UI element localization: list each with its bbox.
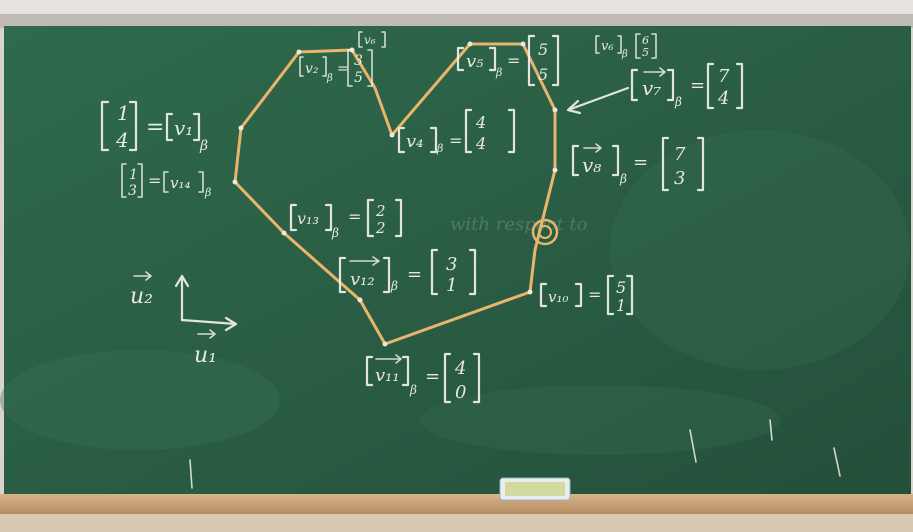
label-v4: v₄ β = 4 4 (397, 108, 516, 155)
chalk-ledge (0, 494, 913, 514)
svg-text:1: 1 (446, 275, 457, 296)
label-v1-definition: 1 4 = v₁ β (100, 100, 208, 154)
svg-text:4: 4 (717, 88, 729, 109)
svg-text:β: β (390, 279, 398, 293)
floor-strip (0, 514, 913, 532)
svg-text:4: 4 (115, 128, 129, 152)
basis-axes: u₂ u₁ (130, 271, 238, 368)
label-v12: v₁₂ β = 3 1 (338, 248, 477, 296)
svg-text:1: 1 (129, 167, 138, 183)
svg-text:v₇: v₇ (642, 76, 661, 100)
svg-text:v₁₄: v₁₄ (170, 174, 191, 192)
svg-text:1: 1 (117, 101, 130, 125)
svg-text:5: 5 (538, 40, 548, 59)
svg-text:β: β (199, 138, 208, 154)
smudge (420, 385, 780, 455)
svg-text:7: 7 (718, 66, 730, 87)
label-v6-top: v₆ (358, 31, 386, 48)
svg-text:5: 5 (538, 65, 548, 84)
svg-text:5: 5 (616, 278, 626, 297)
smudge (610, 130, 910, 370)
chalk-scratches (189, 419, 841, 489)
svg-text:=: = (690, 75, 705, 96)
label-v7: v₇ β = 7 4 (630, 62, 744, 110)
svg-text:4: 4 (454, 358, 466, 379)
svg-text:β: β (495, 66, 502, 79)
label-v14: 1 3 = v₁₄ β (121, 163, 211, 199)
svg-text:β: β (436, 142, 443, 155)
svg-text:2: 2 (375, 219, 386, 237)
svg-text:0: 0 (455, 382, 466, 403)
svg-text:=: = (507, 51, 520, 70)
label-v8: v₈ β = 7 3 (571, 136, 705, 192)
u1-label: u₁ (194, 343, 217, 368)
svg-text:3: 3 (128, 183, 137, 199)
pins (232, 41, 558, 347)
svg-text:v₁₁: v₁₁ (375, 365, 400, 386)
svg-text:=: = (148, 171, 161, 190)
svg-text:6: 6 (642, 34, 649, 47)
svg-text:=: = (425, 366, 440, 387)
svg-text:3: 3 (674, 168, 685, 189)
svg-text:v₂: v₂ (305, 61, 319, 77)
svg-text:=: = (407, 264, 422, 285)
svg-text:v₁: v₁ (174, 116, 193, 140)
svg-text:3: 3 (354, 53, 363, 69)
label-v13: v₁₃ β = 2 2 (289, 198, 403, 240)
svg-text:=: = (146, 115, 164, 140)
svg-text:v₁₂: v₁₂ (350, 269, 375, 290)
svg-text:β: β (326, 73, 333, 84)
svg-text:=: = (337, 61, 349, 77)
label-v2: v₂ β = 3 5 (299, 49, 373, 87)
heart-string (233, 42, 557, 346)
string-knot (531, 218, 559, 246)
svg-text:v₈: v₈ (582, 153, 601, 177)
svg-text:v₄: v₄ (406, 131, 423, 152)
board-frame (0, 14, 913, 28)
u2-arrow (174, 274, 190, 322)
svg-text:β: β (619, 172, 627, 186)
svg-text:=: = (633, 152, 648, 173)
u2-label: u₂ (130, 284, 153, 309)
u1-arrow (180, 316, 238, 332)
string-knot-inner (538, 225, 552, 239)
svg-text:β: β (409, 383, 417, 397)
svg-text:β: β (674, 95, 682, 109)
svg-text:β: β (331, 226, 339, 240)
svg-text:β: β (204, 186, 211, 199)
label-v5: v₅ β = 5 5 (456, 34, 560, 87)
label-v10: v₁₀ = 5 1 (539, 274, 634, 316)
label-v6: v₆ β 6 5 (595, 33, 657, 60)
svg-text:4: 4 (475, 134, 486, 153)
svg-text:4: 4 (475, 113, 486, 132)
svg-text:1: 1 (616, 296, 626, 315)
label-v11: v₁₁ β = 4 0 (365, 352, 481, 404)
svg-text:2: 2 (375, 202, 386, 220)
svg-text:v₁₀: v₁₀ (548, 288, 569, 306)
faint-text: with respect to (450, 214, 588, 235)
svg-text:=: = (348, 207, 361, 226)
svg-text:5: 5 (642, 46, 649, 59)
svg-text:β: β (621, 49, 628, 60)
svg-text:=: = (588, 285, 601, 304)
arrow-to-v7 (566, 86, 630, 115)
svg-text:=: = (449, 131, 462, 150)
svg-text:v₆: v₆ (601, 39, 614, 54)
svg-text:3: 3 (446, 254, 457, 275)
eraser-pattern (505, 482, 565, 496)
smudge (0, 350, 280, 450)
svg-text:5: 5 (354, 70, 363, 86)
chalkboard (4, 26, 911, 496)
svg-text:7: 7 (674, 144, 686, 165)
svg-text:v₆: v₆ (364, 33, 376, 47)
svg-text:v₁₃: v₁₃ (297, 209, 319, 228)
svg-text:v₅: v₅ (466, 51, 483, 72)
